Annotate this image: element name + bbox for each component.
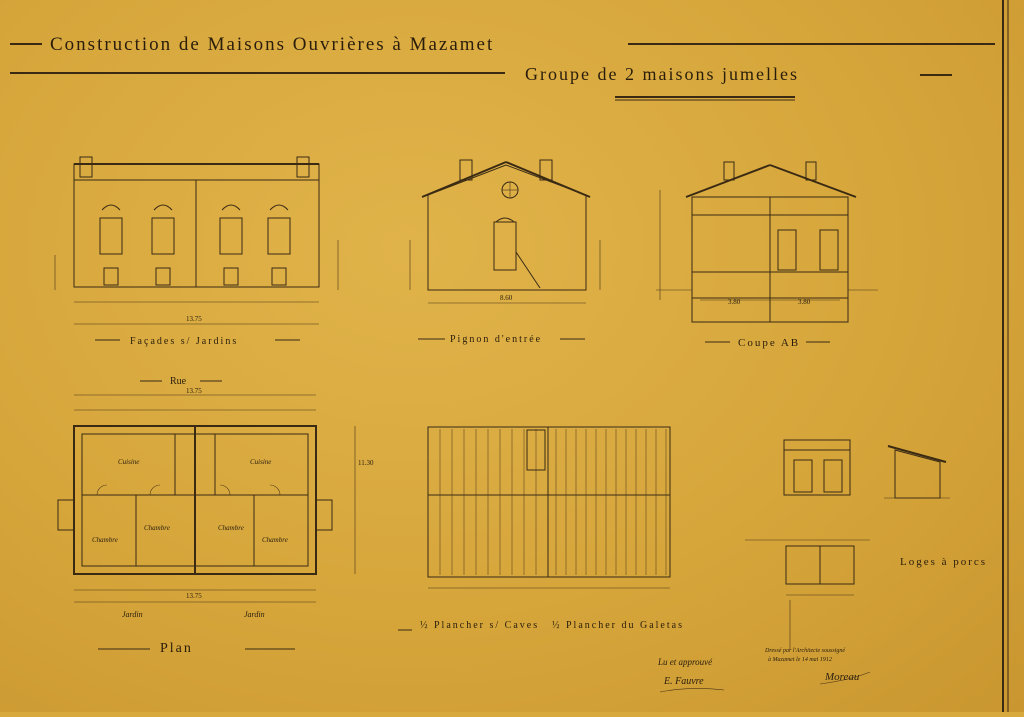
garden-left-label: Jardin [122,610,143,619]
plan-bottom-dim: 13.75 [186,592,202,600]
approved-text: Lu et approuvé [657,657,713,667]
bed2-label: Chambre [144,524,170,532]
section-height-dim: 11.30 [358,459,374,467]
bed4-label: Chambre [262,536,288,544]
gable-elevation: 8.60 [409,159,601,304]
plan-top-dim: 13.75 [186,387,202,395]
bed3-label: Chambre [218,524,244,532]
street-label: Rue [170,376,187,387]
ground-plan: Rue 13.75 Cuisine Cuisine Chambre Chambr… [57,376,374,619]
title-line1: Construction de Maisons Ouvrières à Maza… [50,34,494,55]
architect-signature: Moreau [824,671,860,683]
floor-framing [427,426,671,589]
floor-attic-label: ½ Plancher du Galetas [552,620,684,631]
signer-signature: E. Fauvre [663,676,704,687]
facade-total-dim: 13.75 [186,315,202,323]
plan-label: Plan [160,641,193,656]
signatures: Lu et approuvé E. Fauvre Dressé par l'Ar… [657,648,871,693]
section-room-dim: 3.80 [728,298,741,306]
architect-text: Dressé par l'Architecte soussigné [764,648,845,654]
kitchen-left-label: Cuisine [118,458,139,466]
pig-sheds [745,439,950,650]
sheds-label: Loges à porcs [900,556,987,568]
gable-label: Pignon d'entrée [450,334,542,345]
garden-right-label: Jardin [244,610,265,619]
title-line2: Groupe de 2 maisons jumelles [525,64,799,84]
section-room2-dim: 3.80 [798,298,811,306]
bed1-label: Chambre [92,536,118,544]
section-label: Coupe AB [738,337,800,349]
section-ab: 3.80 3.80 [656,161,878,323]
gable-width-dim: 8.60 [500,294,513,302]
facade-label: Façades s/ Jardins [130,336,238,347]
floor-cellar-label: ½ Plancher s/ Caves [420,620,539,631]
date-text: à Mazamet le 14 mai 1912 [768,656,832,663]
kitchen-right-label: Cuisine [250,458,271,466]
facade-elevation: 13.75 [54,156,339,325]
